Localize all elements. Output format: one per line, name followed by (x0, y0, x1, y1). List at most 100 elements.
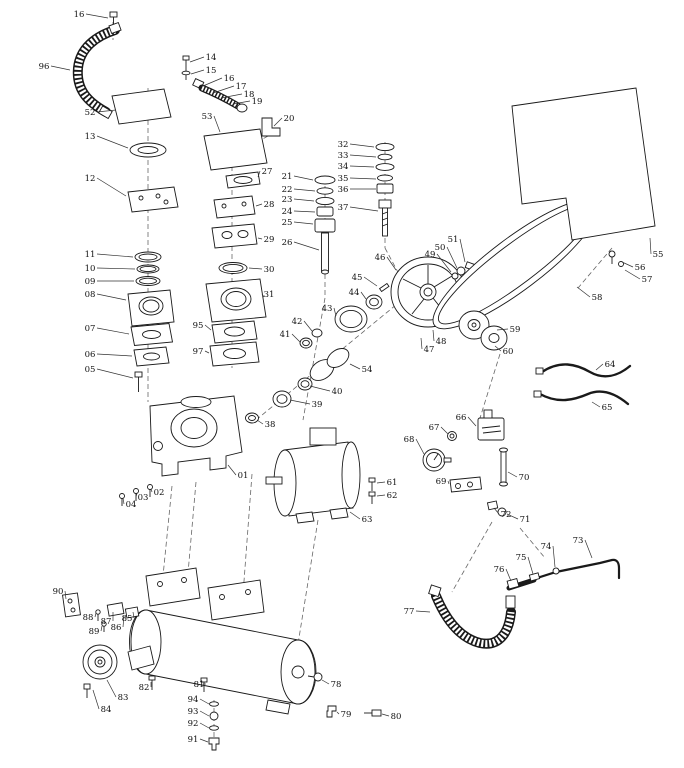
leader-line (415, 610, 431, 613)
leader-line (624, 269, 641, 280)
part-number-14: 14 (206, 53, 217, 63)
part-number-43: 43 (322, 304, 333, 314)
leader-line (122, 615, 125, 628)
part-number-90: 90 (53, 587, 64, 597)
leader-line (96, 253, 134, 258)
part-number-25: 25 (282, 218, 293, 228)
part-number-63: 63 (362, 515, 373, 525)
part-number-32: 32 (338, 140, 349, 150)
leader-line (293, 210, 316, 213)
leader-line (506, 513, 519, 520)
leader-line (293, 188, 316, 192)
part-number-44: 44 (349, 288, 360, 298)
part-number-47: 47 (424, 345, 435, 355)
leader-line (293, 198, 315, 202)
leader-line (94, 612, 97, 618)
part-number-34: 34 (338, 162, 349, 172)
part-number-77: 77 (404, 607, 415, 617)
leader-line (293, 241, 320, 251)
leader-line (507, 471, 518, 478)
part-number-57: 57 (642, 275, 653, 285)
part-number-55: 55 (653, 250, 664, 260)
part-number-04: 04 (126, 500, 137, 510)
valve-stack-32-37 (375, 142, 395, 237)
part-number-05: 05 (85, 365, 96, 375)
leader-line (232, 100, 251, 105)
part-number-53: 53 (202, 112, 213, 122)
leader-line (493, 507, 500, 515)
part-number-17: 17 (236, 82, 247, 92)
part-number-46: 46 (375, 253, 386, 263)
gasket-97 (209, 341, 260, 367)
part-number-36: 36 (338, 185, 349, 195)
check-valve-67 (447, 431, 457, 441)
part-number-80: 80 (391, 712, 402, 722)
part-number-64: 64 (605, 360, 616, 370)
part-number-86: 86 (111, 623, 122, 633)
bolt-05 (134, 371, 143, 392)
part-number-12: 12 (85, 174, 96, 184)
leader-line (415, 438, 425, 455)
leader-line (386, 256, 397, 271)
elbow-fitting-20 (261, 117, 281, 137)
part-number-52: 52 (85, 108, 96, 118)
part-number-16: 16 (224, 74, 235, 84)
part-number-82: 82 (139, 683, 150, 693)
leader-line (527, 556, 534, 575)
cylinder-head-right-53 (203, 128, 268, 171)
leader-line (255, 203, 263, 207)
leader-line (349, 165, 375, 168)
part-number-84: 84 (101, 705, 112, 715)
fittings-71-72 (486, 500, 507, 517)
part-number-58: 58 (592, 293, 603, 303)
part-number-59: 59 (510, 325, 521, 335)
part-number-15: 15 (206, 66, 217, 76)
part-number-48: 48 (436, 337, 447, 347)
pressure-gauge-68 (422, 448, 452, 472)
part-number-96: 96 (39, 62, 50, 72)
part-number-16: 16 (74, 10, 85, 20)
cylinder-right-31 (205, 278, 267, 323)
leader-line (122, 497, 125, 505)
leader-line (376, 481, 386, 484)
part-number-26: 26 (282, 238, 293, 248)
leader-line (257, 170, 261, 178)
parts-layer (62, 11, 656, 751)
leader-line (64, 590, 67, 600)
leader-line (190, 69, 205, 75)
leader-line (96, 293, 127, 301)
plate-13 (129, 142, 167, 158)
part-number-60: 60 (503, 347, 514, 357)
leader-lines (50, 13, 652, 743)
part-number-54: 54 (362, 365, 373, 375)
part-number-22: 22 (282, 185, 293, 195)
part-number-labels: 1696521312111009080706051415161718192053… (39, 10, 664, 745)
leader-line (204, 350, 210, 354)
leader-line (363, 276, 378, 287)
piston-rings-09-10-11 (134, 251, 162, 286)
leader-line (96, 267, 136, 270)
part-number-50: 50 (435, 243, 446, 253)
drain-parts-91-94 (208, 701, 220, 751)
part-number-29: 29 (264, 235, 275, 245)
gasket-06 (133, 346, 170, 367)
leader-line (85, 13, 109, 19)
plate-95 (211, 320, 258, 344)
leader-line (494, 345, 502, 352)
part-number-89: 89 (89, 627, 100, 637)
axle-bolt-83-84 (83, 683, 91, 698)
leader-line (321, 679, 330, 685)
part-number-78: 78 (331, 680, 342, 690)
tank-mount-plates (145, 567, 265, 621)
leader-line (50, 65, 71, 71)
plate-07 (130, 323, 174, 346)
part-number-97: 97 (193, 347, 204, 357)
part-number-85: 85 (122, 614, 133, 624)
leader-line (248, 267, 263, 270)
leader-line (96, 368, 134, 379)
part-number-28: 28 (264, 200, 275, 210)
part-number-95: 95 (193, 321, 204, 331)
part-number-03: 03 (138, 493, 149, 503)
leader-line (349, 154, 377, 158)
